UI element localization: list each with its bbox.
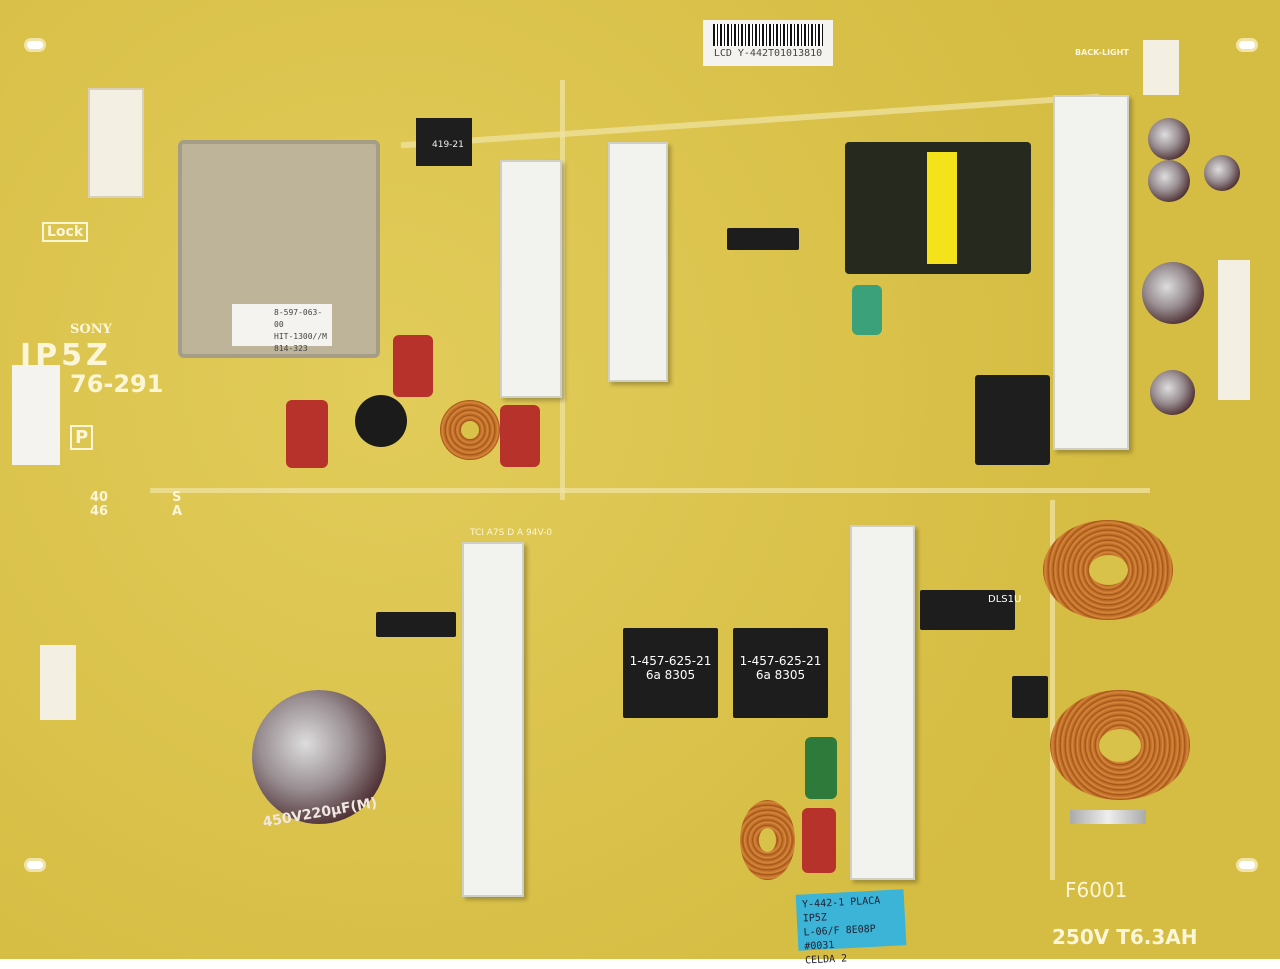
connector <box>40 645 76 720</box>
main-transformer: 8-597-063-00 HIT-1300//M 814-323 <box>178 140 380 358</box>
relay: DLS1U <box>920 590 1021 630</box>
transformer-label: 8-597-063-00 HIT-1300//M 814-323 <box>232 304 332 353</box>
connector <box>1218 260 1250 400</box>
inductor <box>355 395 407 447</box>
serial-sticker <box>12 365 60 465</box>
heatsink <box>462 542 524 897</box>
transformer-model: HIT-1300//M <box>274 332 327 341</box>
size-label: 46 <box>90 504 109 519</box>
connector <box>88 88 144 198</box>
capacitor <box>852 285 882 335</box>
capacitor <box>1148 118 1190 160</box>
heatsink <box>850 525 915 880</box>
transformer <box>975 375 1050 465</box>
size-label: 40 <box>90 490 109 505</box>
toroid-inductor <box>1050 690 1190 800</box>
fuse <box>1070 810 1146 824</box>
lock-label: Lock <box>42 222 89 242</box>
trace <box>1050 500 1055 880</box>
heatsink <box>1053 95 1129 450</box>
heatsink <box>608 142 668 382</box>
main-capacitor <box>252 690 386 824</box>
choke-part: 1-457-625-21 <box>629 654 712 668</box>
trace <box>400 93 1100 149</box>
brand-label: SONY <box>70 322 112 337</box>
trace <box>150 488 1150 493</box>
mount-hole <box>24 858 46 872</box>
transformer-code: 814-323 <box>274 344 308 353</box>
varistor <box>1012 676 1048 718</box>
x-capacitor <box>802 808 836 873</box>
barcode-text: LCD Y-442T01013810 <box>713 48 823 59</box>
capacitor <box>1148 160 1190 202</box>
transformer-part: 8-597-063-00 <box>274 308 323 329</box>
capacitor <box>1204 155 1240 191</box>
choke-code: 6a 8305 <box>645 668 696 682</box>
capacitor <box>1142 262 1204 324</box>
capacitor <box>1150 370 1195 415</box>
inventory-sticker: Y-442-1 PLACA IP5Z L-06/F 8E08P #0031 CE… <box>795 889 907 966</box>
size-mark: A <box>172 504 183 519</box>
common-mode-choke <box>440 400 500 460</box>
fuse-reference: F6001 <box>1065 878 1128 902</box>
mount-hole <box>24 38 46 52</box>
relay-label: DLS1U <box>988 594 1022 605</box>
board-number: 76-291 <box>70 370 164 398</box>
ic-chip <box>376 612 456 637</box>
connector <box>1143 40 1179 95</box>
mount-hole <box>1236 38 1258 52</box>
mount-hole <box>1236 858 1258 872</box>
size-mark: S <box>172 490 182 505</box>
choke-part: 1-457-625-21 <box>739 654 822 668</box>
x-capacitor <box>393 335 433 397</box>
small-transformer: 419-21 <box>416 118 472 166</box>
standby-transformer <box>845 142 1031 274</box>
yellow-tape <box>927 152 957 264</box>
toroid-inductor <box>740 800 795 880</box>
trace <box>560 80 565 500</box>
heatsink <box>500 160 562 398</box>
connector-label: BACK-LIGHT <box>1075 48 1129 57</box>
ic-chip <box>727 228 799 250</box>
board-side: P <box>70 425 94 450</box>
flammability-mark: TCI A7S D A 94V-0 <box>470 528 553 538</box>
barcode <box>713 24 823 46</box>
x-capacitor <box>286 400 328 468</box>
toroid-inductor <box>1043 520 1173 620</box>
x-capacitor <box>500 405 540 467</box>
choke-code: 6a 8305 <box>755 668 806 682</box>
x-capacitor <box>805 737 837 799</box>
fuse-rating: 250V T6.3AH <box>1052 925 1198 949</box>
small-transformer-label: 419-21 <box>432 140 464 150</box>
barcode-label: LCD Y-442T01013810 <box>703 20 833 66</box>
